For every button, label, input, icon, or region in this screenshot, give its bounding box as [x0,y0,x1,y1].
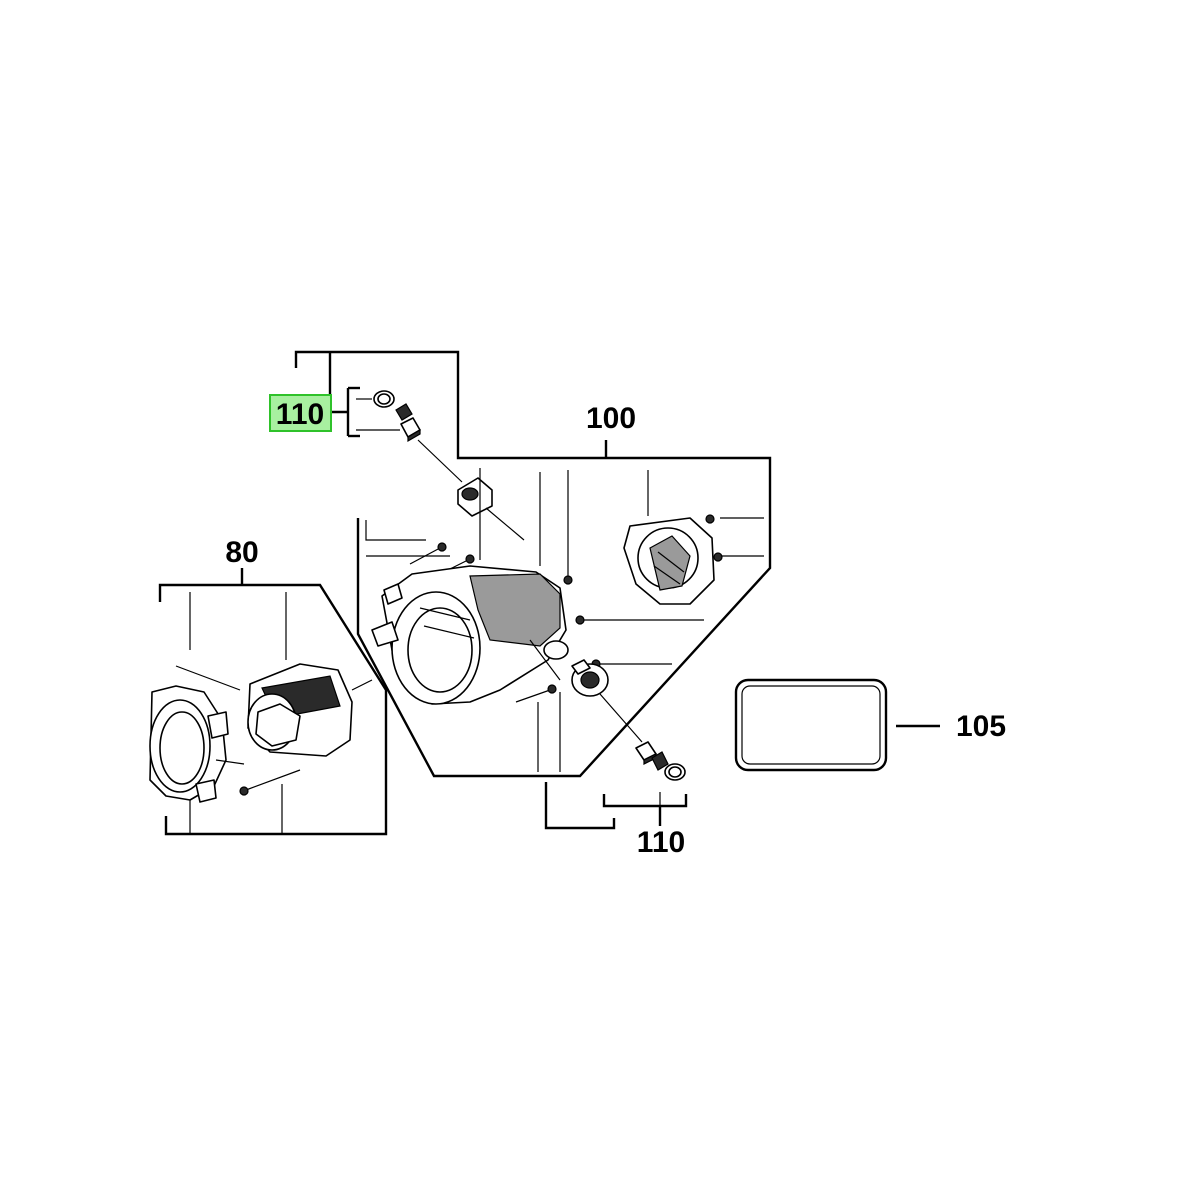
callout-105: 105 [956,710,1006,743]
group-110-bottom-bracket [602,792,688,826]
group-110-top-bracket [294,350,772,778]
stator [239,663,373,796]
brush-holder-top [457,477,525,541]
screw-set [409,514,723,703]
callout-100: 100 [586,402,636,458]
brush-cap-top [373,390,395,408]
callout-80: 80 [225,536,259,585]
group-80-bracket [158,583,388,836]
callout-80-label: 80 [225,536,258,569]
callout-110-top[interactable]: 110 [269,394,332,432]
brush-parts-bottom [635,741,686,781]
group-100-lower-bracket [544,782,616,830]
callout-105-label: 105 [956,710,1006,743]
callout-highlight-box [269,394,332,432]
callout-110-bottom-label: 110 [637,826,685,859]
field-ring [149,665,245,803]
callout-100-label: 100 [586,402,636,435]
group-100-leaders [365,468,764,772]
fan-baffle [623,517,715,605]
brush-spring-top [395,403,413,421]
motor-housing [371,565,569,705]
leader-brush-top [417,439,463,483]
label-plate-105 [734,678,940,772]
brush-holder-bottom [571,659,643,743]
carbon-brush-top [400,417,421,443]
callout-110-bottom: 110 [637,826,685,859]
callout-110-top-label: 110 [276,398,324,431]
